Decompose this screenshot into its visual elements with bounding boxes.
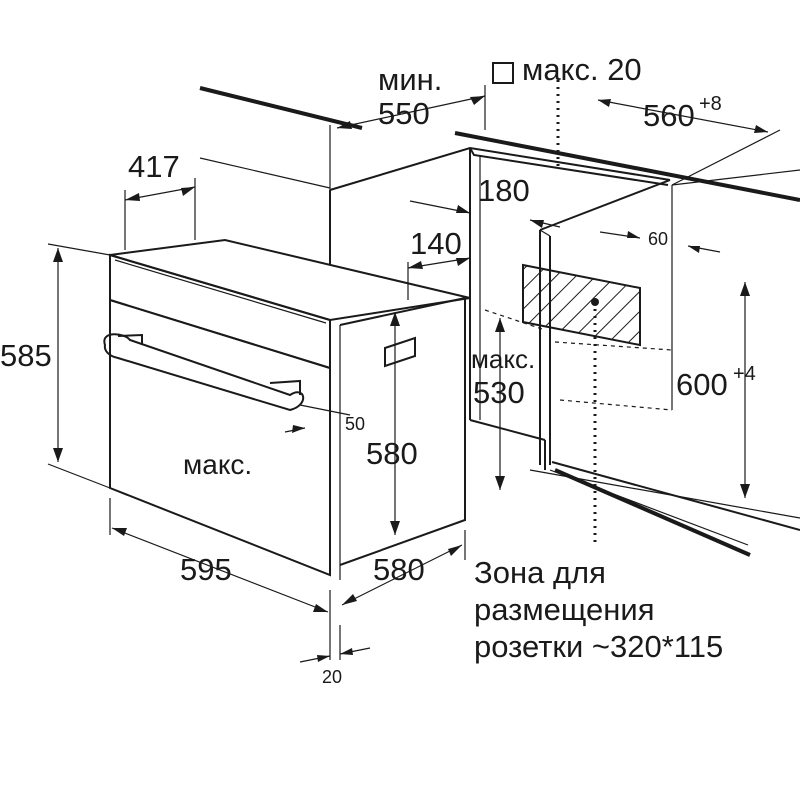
- right-panel-top: [539, 179, 671, 231]
- label-180: 180: [478, 173, 530, 208]
- label-max-20: макс. 20: [522, 52, 642, 87]
- socket-caption-line3: розетки ~320*115: [474, 629, 723, 664]
- socket-caption-line1: Зона для: [474, 555, 606, 590]
- label-580-depth: 580: [373, 552, 425, 587]
- oven: [103, 238, 471, 580]
- label-50: 50: [345, 414, 365, 434]
- label-min-prefix: мин.: [378, 62, 442, 97]
- label-max-530-prefix: макс.: [471, 344, 535, 374]
- label-560: 560: [643, 98, 695, 133]
- socket-caption-line2: размещения: [474, 592, 655, 627]
- label-560-tolerance: +8: [699, 93, 722, 115]
- square-symbol-icon: [492, 62, 514, 84]
- oven-control-panel: [109, 253, 331, 370]
- side-bracket: [384, 336, 416, 368]
- countertop-edge-left: [199, 86, 363, 130]
- countertop-edge-right: [454, 131, 800, 202]
- oven-door: [109, 298, 331, 577]
- socket-zone-hatch: [522, 263, 641, 347]
- dimension-labels: мин. 550 макс. 20 560 +8 417 180 60 140 …: [0, 52, 756, 687]
- oven-side: [339, 296, 466, 566]
- label-140: 140: [410, 226, 462, 261]
- label-max: макс.: [183, 449, 252, 480]
- label-585: 585: [0, 338, 52, 373]
- label-580-height: 580: [366, 436, 418, 471]
- label-600: 600: [676, 367, 728, 402]
- socket-zone-caption: Зона для размещения розетки ~320*115: [474, 555, 723, 664]
- socket-zone: [522, 80, 641, 545]
- label-20: 20: [322, 667, 342, 687]
- dimension-lines: [47, 85, 769, 663]
- label-417: 417: [128, 149, 180, 184]
- label-max-530: 530: [473, 375, 525, 410]
- label-min-550: 550: [378, 96, 430, 131]
- label-600-tolerance: +4: [733, 363, 756, 385]
- label-60: 60: [648, 229, 668, 249]
- oven-handle[interactable]: [103, 333, 305, 412]
- label-595: 595: [180, 552, 232, 587]
